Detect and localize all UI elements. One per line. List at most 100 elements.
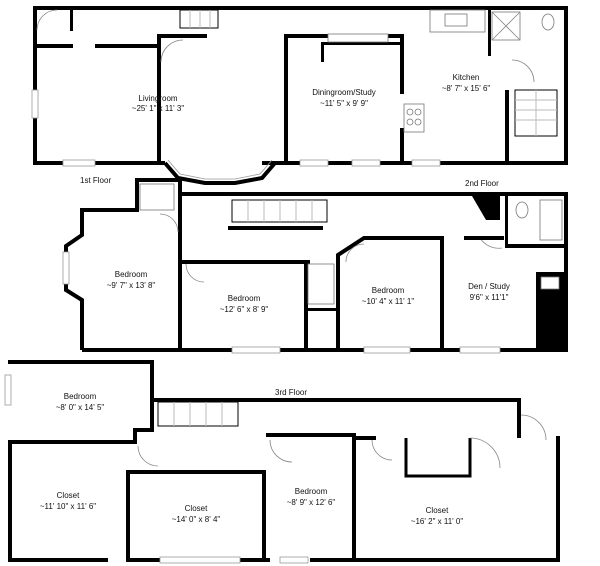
room-dims-living: ~25' 1" x 11' 3"	[132, 104, 185, 113]
burner	[406, 118, 414, 126]
floor-label-second: 2nd Floor	[465, 179, 499, 188]
wall	[400, 34, 404, 94]
wall	[126, 470, 130, 562]
closet-wall	[404, 438, 472, 478]
window	[231, 346, 281, 354]
room-dims-bed3a: ~8' 0" x 14' 5"	[56, 403, 105, 412]
stair-landing	[540, 276, 560, 290]
wall	[321, 42, 401, 45]
room-name-bed2a: Bedroom	[115, 270, 148, 279]
room-dims-dining: ~11' 5" x 9' 9"	[320, 99, 368, 108]
wall	[218, 6, 568, 10]
room-name-kitchen: Kitchen	[453, 73, 480, 82]
door-swing	[371, 439, 393, 461]
wall	[180, 192, 568, 196]
wall	[284, 34, 288, 162]
wall	[500, 348, 568, 352]
wall	[33, 44, 73, 48]
wall	[82, 348, 232, 352]
wall	[157, 34, 207, 38]
window	[411, 159, 441, 167]
wall	[400, 128, 404, 162]
wall	[126, 470, 266, 474]
wall	[33, 161, 63, 165]
door-swing	[345, 243, 365, 263]
wall	[240, 558, 270, 562]
window	[299, 159, 329, 167]
wall	[8, 442, 12, 562]
wall	[356, 436, 376, 440]
room-name-bed2b: Bedroom	[228, 294, 261, 303]
bedroom-walls	[336, 236, 444, 352]
chimney	[472, 196, 500, 220]
wall	[280, 348, 364, 352]
first-floor	[31, 6, 568, 185]
window	[4, 374, 12, 406]
room-dims-closet3c: ~16' 2" x 11' 0"	[411, 517, 464, 526]
wall	[95, 44, 160, 48]
wall	[464, 236, 504, 240]
window	[31, 89, 39, 119]
burner	[414, 108, 422, 116]
room-name-closet3c: Closet	[426, 506, 449, 515]
room-dims-closet3b: ~14' 0" x 8' 4"	[172, 515, 221, 524]
wall	[228, 226, 323, 230]
window	[159, 556, 241, 564]
floor-label-first: 1st Floor	[80, 176, 111, 185]
stairs	[179, 9, 219, 29]
burner	[406, 108, 414, 116]
built-in-cabinet	[327, 33, 389, 43]
second-floor	[62, 178, 568, 354]
window	[62, 251, 70, 285]
door-swing	[185, 263, 205, 283]
room-dims-bed3b: ~8' 9" x 12' 6"	[287, 498, 336, 507]
room-name-closet3a: Closet	[57, 491, 80, 500]
door-swing	[137, 445, 159, 467]
bay-window-glass	[167, 159, 273, 180]
room-name-bed2c: Bedroom	[372, 286, 405, 295]
toilet	[515, 201, 529, 219]
wall	[505, 196, 508, 246]
wall	[308, 308, 338, 311]
wall	[157, 34, 161, 162]
bedroom-walls	[64, 178, 182, 350]
wall	[564, 192, 568, 352]
closet	[307, 263, 335, 305]
room-dims-den: 9'6" x 11'1"	[470, 293, 509, 302]
wall	[564, 6, 568, 164]
window	[351, 159, 381, 167]
room-dims-bed2a: ~9' 7" x 13' 8"	[107, 281, 156, 290]
third-floor	[4, 360, 560, 564]
sink	[444, 13, 468, 27]
door-swing	[159, 213, 179, 233]
wall	[410, 348, 460, 352]
wall	[488, 6, 491, 56]
bedroom-walls	[8, 360, 154, 444]
room-name-bed3b: Bedroom	[295, 487, 328, 496]
room-dims-bed2b: ~12' 6" x 8' 9"	[220, 305, 269, 314]
door-swing	[520, 414, 547, 441]
window	[279, 556, 309, 564]
window	[363, 346, 411, 354]
door-swing	[511, 59, 535, 83]
wall	[33, 6, 37, 164]
wall	[517, 398, 521, 438]
wall	[33, 6, 218, 10]
wall	[70, 6, 73, 31]
room-name-den: Den / Study	[468, 282, 510, 291]
closet	[139, 183, 175, 211]
room-name-bed3a: Bedroom	[64, 392, 97, 401]
wall	[8, 558, 108, 562]
wall	[266, 433, 356, 437]
bay-window	[163, 161, 277, 185]
floor-label-third: 3rd Floor	[275, 388, 307, 397]
room-name-living: Livingroom	[138, 94, 177, 103]
stove	[403, 103, 425, 133]
door-swing	[469, 437, 501, 469]
door-swing	[160, 39, 184, 63]
room-dims-closet3a: ~11' 10" x 11' 6"	[40, 502, 96, 511]
wall	[130, 558, 160, 562]
wall	[505, 244, 568, 248]
window	[459, 346, 501, 354]
